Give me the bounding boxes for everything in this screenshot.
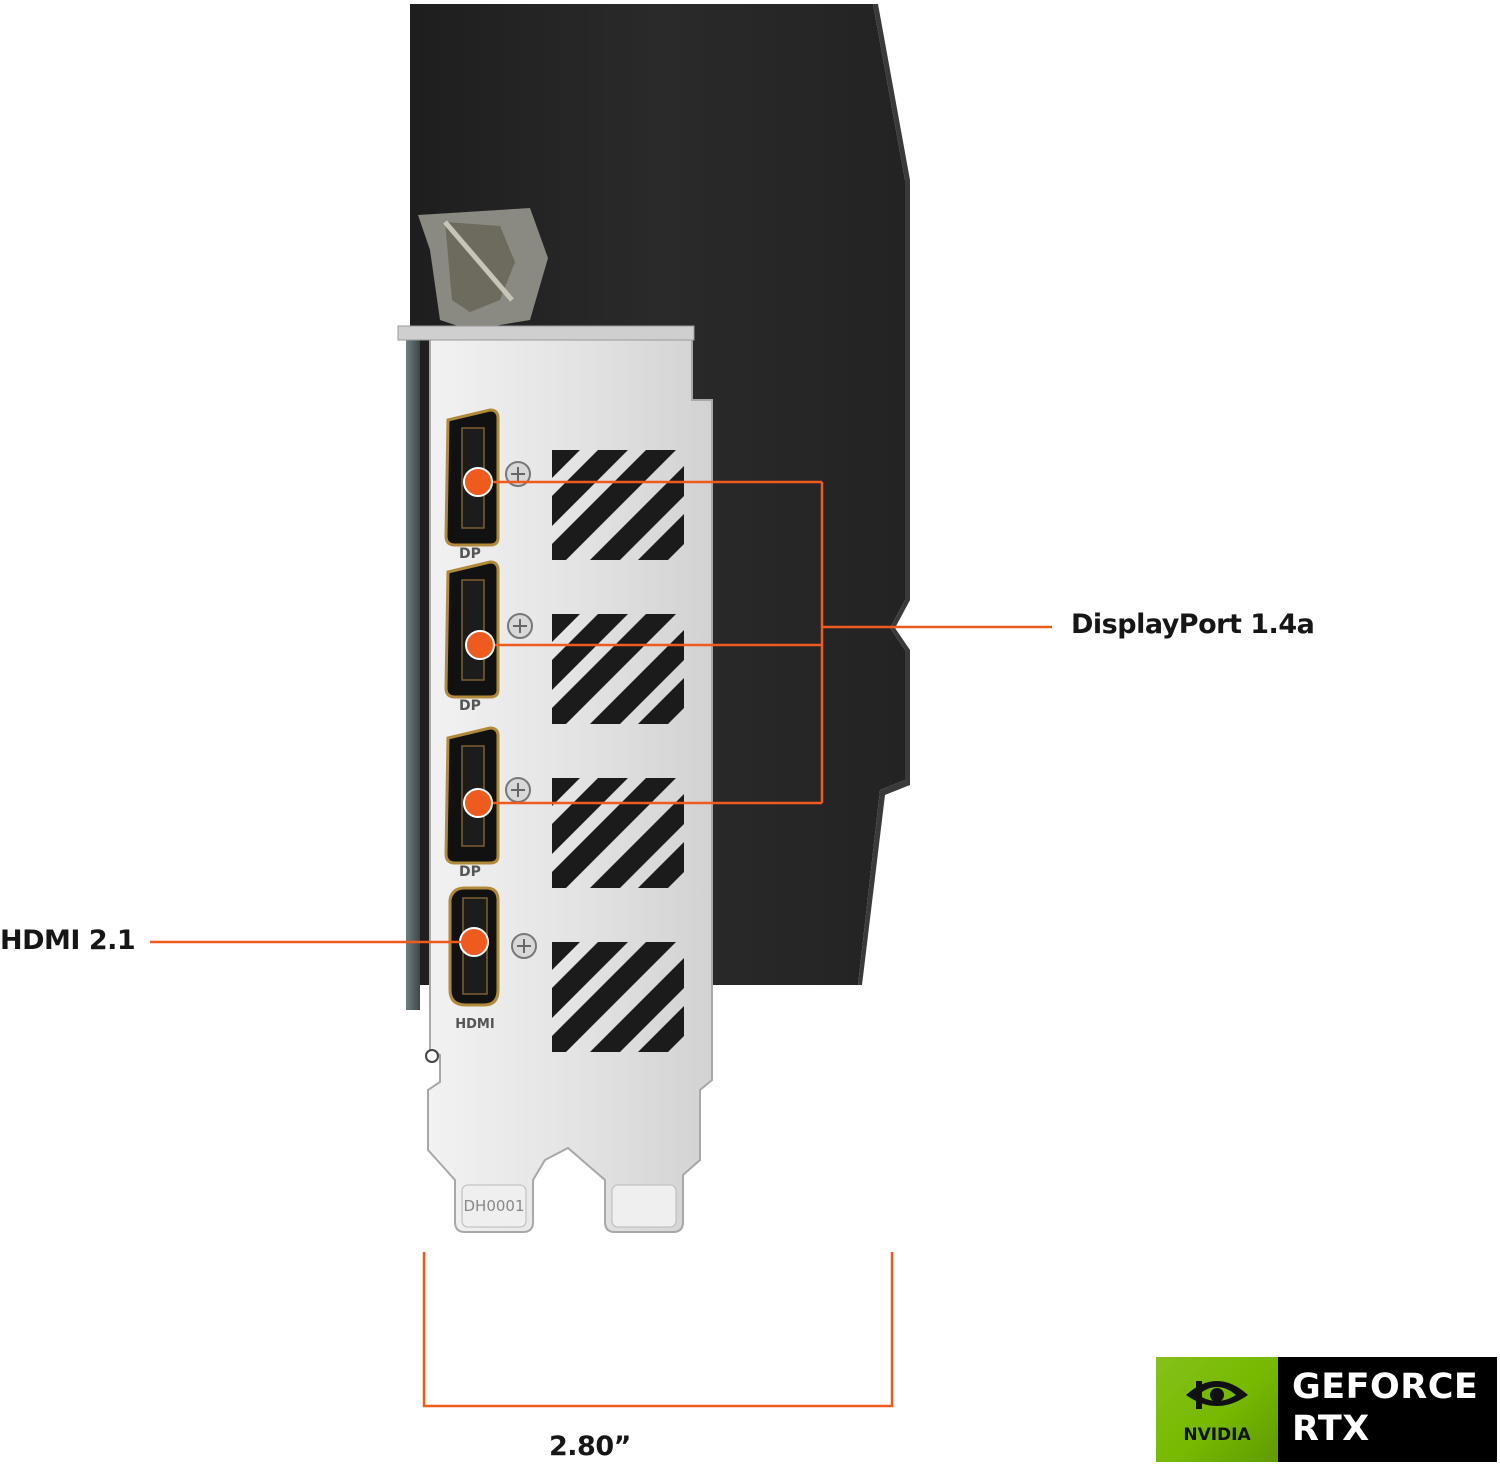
- callout-dot: [459, 467, 495, 957]
- pcb-edge: [406, 330, 420, 1010]
- bracket-code: DH0001: [463, 1197, 524, 1215]
- rtx-text: RTX: [1292, 1409, 1370, 1449]
- displayport-callout: [478, 480, 1052, 805]
- screw-icon: [505, 461, 537, 959]
- bracket-tab-left: [461, 1184, 527, 1228]
- bracket-tab-right: [611, 1184, 677, 1228]
- shroud-edge: [858, 4, 910, 985]
- dp-marking: DP: [459, 546, 481, 562]
- nvidia-logo: NVIDIA: [1156, 1357, 1278, 1462]
- top-bracket-edge: [443, 220, 514, 302]
- nvidia-eye-icon: [1186, 1381, 1248, 1409]
- displayport-connector: [444, 560, 500, 699]
- vent-grille: [552, 450, 684, 1052]
- width-label: 2.80”: [549, 1431, 631, 1462]
- displayport-label: DisplayPort 1.4a: [1071, 609, 1315, 640]
- hdmi-marking: HDMI: [455, 1017, 494, 1032]
- geforce-rtx-badge: NVIDIA GEFORCE RTX: [1156, 1357, 1497, 1462]
- bracket-hole: [425, 1049, 439, 1063]
- bracket-lip: [397, 325, 695, 341]
- width-dimension: [422, 1252, 894, 1408]
- nvidia-wordmark: NVIDIA: [1183, 1425, 1251, 1445]
- dp-marking: DP: [459, 864, 481, 880]
- geforce-text: GEFORCE: [1292, 1367, 1479, 1407]
- dp-marking: DP: [459, 698, 481, 714]
- hdmi-label: HDMI 2.1: [0, 925, 136, 956]
